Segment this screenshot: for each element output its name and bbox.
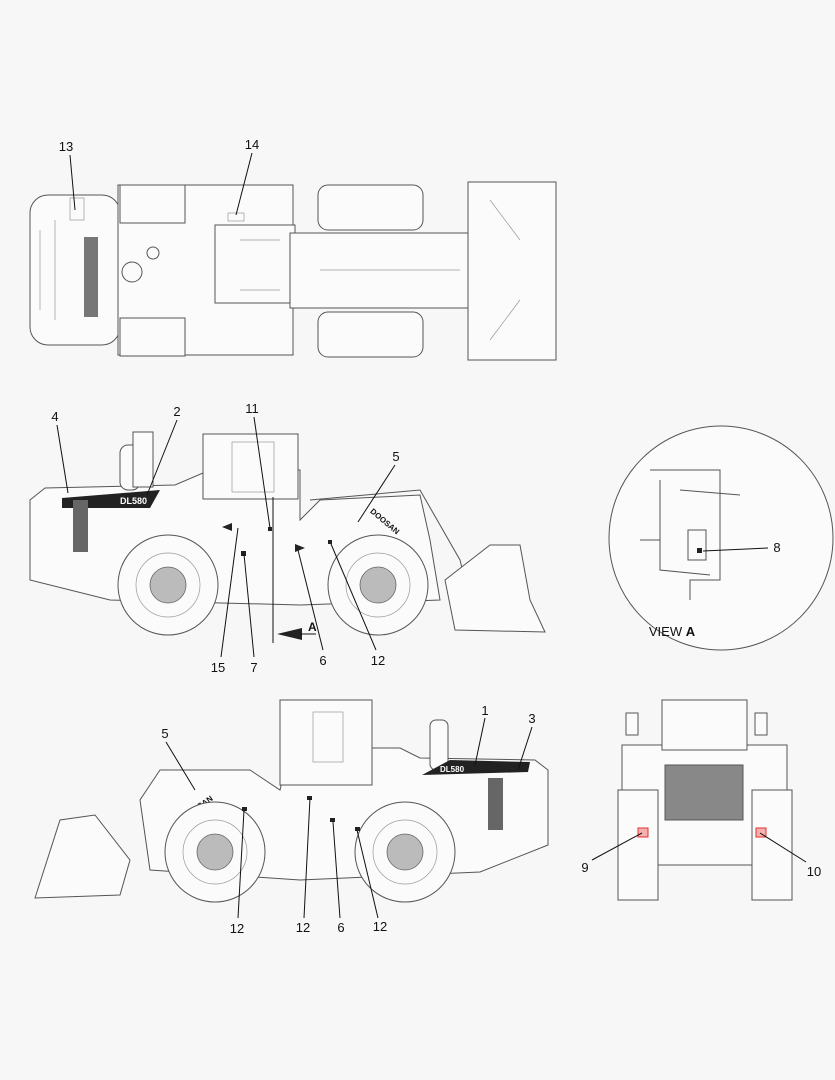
callout-12-bottom-a: 12 xyxy=(230,921,244,936)
callout-7: 7 xyxy=(250,660,257,675)
top-view-loader xyxy=(29,181,557,361)
callout-5-bottom: 5 xyxy=(161,726,168,741)
callout-5-top: 5 xyxy=(392,449,399,464)
callout-2: 2 xyxy=(173,404,180,419)
section-arrow-letter: A xyxy=(308,620,317,634)
callout-12-bottom-b: 12 xyxy=(296,920,310,935)
callout-13: 13 xyxy=(59,139,73,154)
callout-1: 1 xyxy=(481,703,488,718)
callout-3: 3 xyxy=(528,711,535,726)
callout-leaders xyxy=(56,152,807,919)
callout-9: 9 xyxy=(581,860,588,875)
callout-10: 10 xyxy=(807,864,821,879)
callout-12-bottom-c: 12 xyxy=(373,919,387,934)
callout-15: 15 xyxy=(211,660,225,675)
model-decal-a: DL580 xyxy=(120,496,147,506)
model-decal-b: DL580 xyxy=(440,765,465,774)
callout-12-top: 12 xyxy=(371,653,385,668)
callout-14: 14 xyxy=(245,137,259,152)
callout-4: 4 xyxy=(51,409,58,424)
side-view-right-loader: DL580 DOOSAN xyxy=(34,699,549,903)
side-view-left-loader: DL580 DOOSAN A xyxy=(29,431,546,643)
callout-8: 8 xyxy=(773,540,780,555)
callout-6-bottom: 6 xyxy=(337,920,344,935)
detail-view-a: VIEW A xyxy=(608,425,834,651)
callout-labels: 13 14 4 2 11 5 8 15 7 6 12 1 3 5 12 12 6… xyxy=(51,137,821,936)
callout-6-top: 6 xyxy=(319,653,326,668)
view-a-label: VIEW A xyxy=(649,624,696,639)
rear-view-loader xyxy=(617,699,793,901)
callout-11: 11 xyxy=(245,401,259,416)
